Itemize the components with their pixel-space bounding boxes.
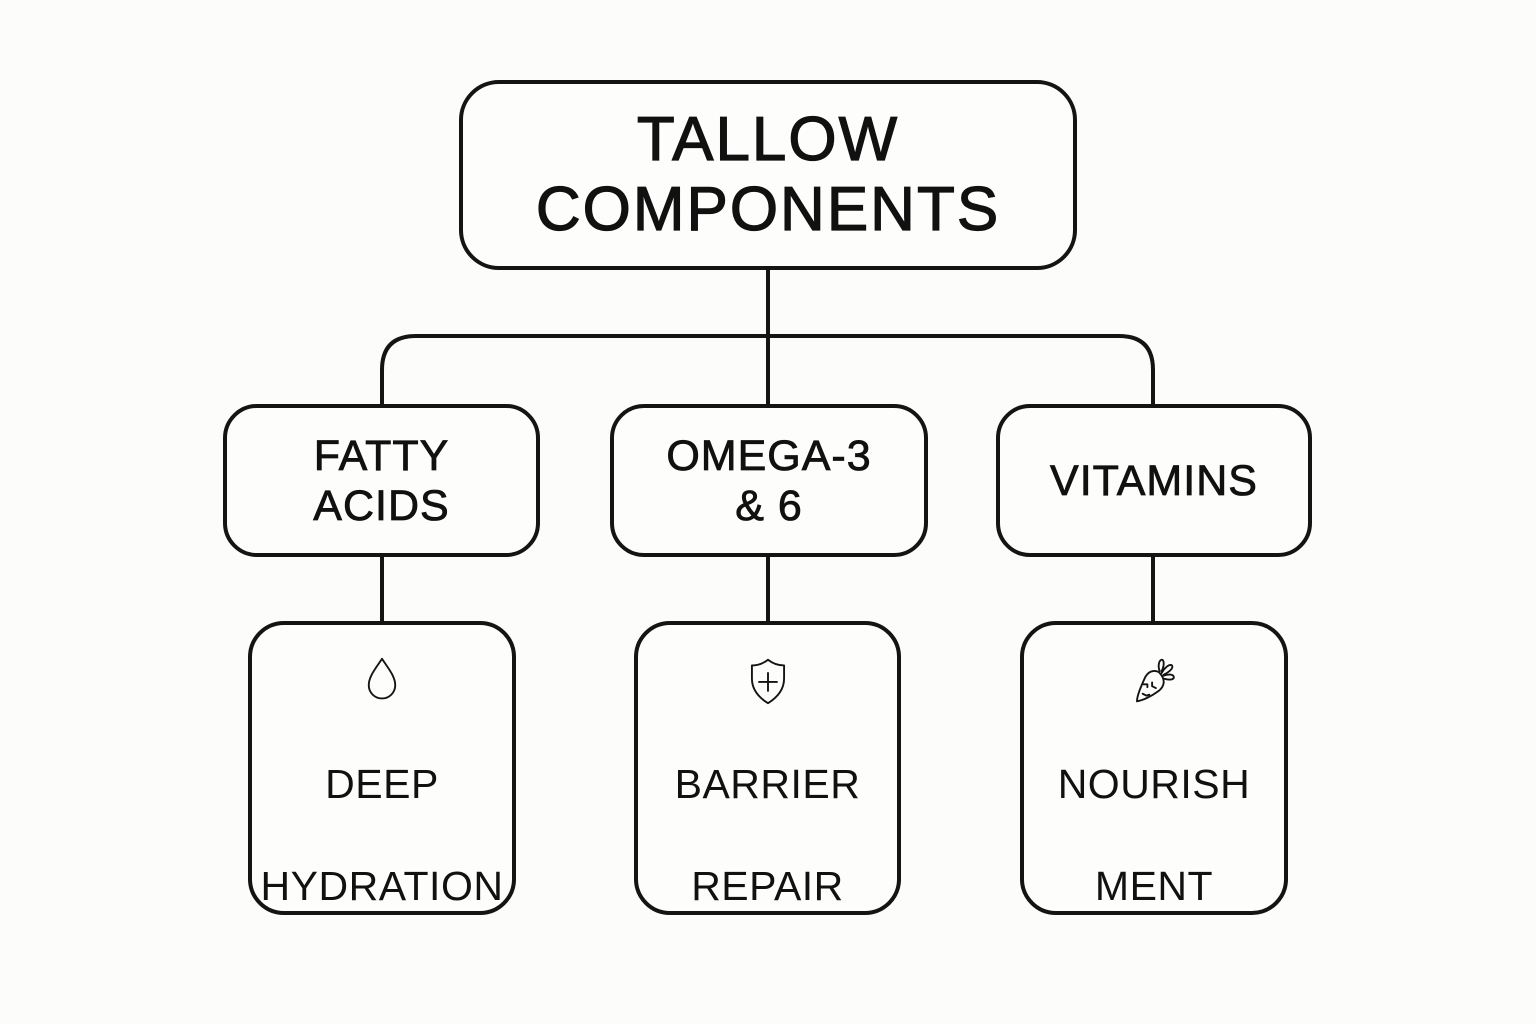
root-node-tallow-components: TALLOW COMPONENTS (459, 80, 1077, 270)
component-node-fatty-acids: FATTY ACIDS (223, 404, 540, 557)
benefit-node-nourishment: NOURISH MENT (1020, 621, 1288, 915)
component-label-line1: FATTY (313, 431, 450, 480)
benefit-label-line2: MENT (1094, 863, 1214, 909)
carrot-icon (1136, 658, 1175, 703)
shield-plus-icon (750, 658, 785, 705)
branch-bar-connector (380, 334, 1155, 404)
benefit-label-line1: NOURISH (1057, 761, 1251, 807)
benefit-label-line1: BARRIER (674, 761, 861, 807)
component-label-line1: OMEGA-3 (666, 431, 872, 480)
component-node-omega: OMEGA-3 & 6 (610, 404, 928, 557)
benefit-label-line2: REPAIR (691, 863, 844, 909)
root-label-line2: COMPONENTS (535, 174, 1001, 244)
benefit-node-barrier-repair: BARRIER REPAIR (634, 621, 901, 915)
benefit-label-line1: DEEP (325, 761, 439, 807)
root-label-line1: TALLOW (636, 104, 900, 174)
component-label-line2: & 6 (735, 481, 803, 530)
component-label-line1: VITAMINS (1050, 456, 1258, 505)
component-node-vitamins: VITAMINS (996, 404, 1312, 557)
benefit-node-deep-hydration: DEEP HYDRATION (248, 621, 516, 915)
component-label-line2: ACIDS (313, 481, 450, 530)
benefit-label-line2: HYDRATION (260, 863, 504, 909)
water-drop-icon (367, 657, 397, 700)
